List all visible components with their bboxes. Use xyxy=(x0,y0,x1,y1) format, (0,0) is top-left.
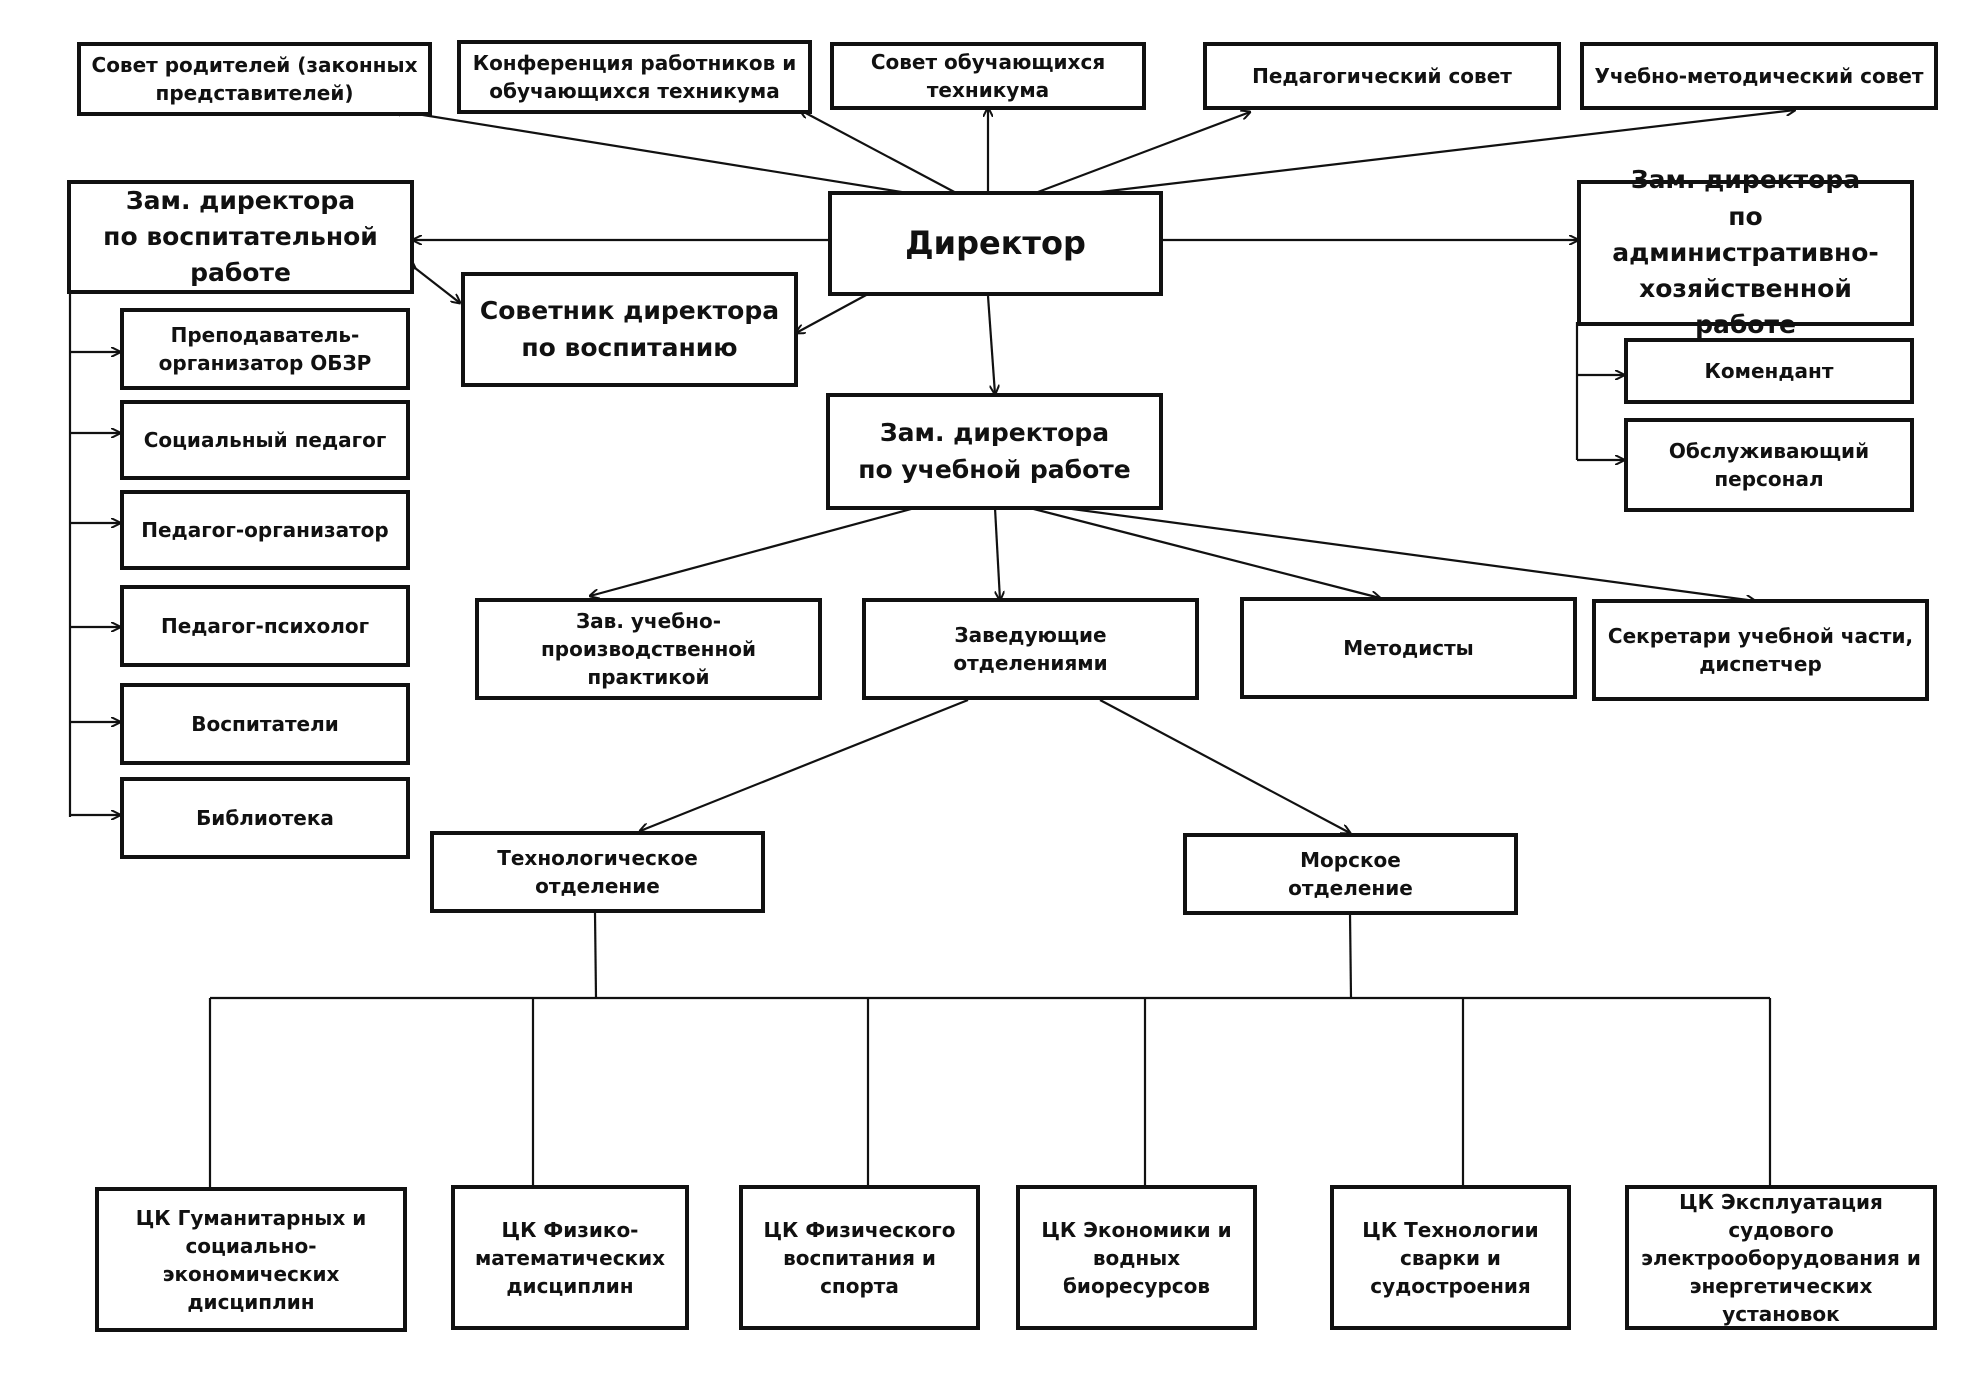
arrow-deputy-education-advisor xyxy=(415,268,460,303)
node-deputy-admin: Зам. директора по административно- хозяй… xyxy=(1577,165,1914,339)
node-psychologist: Педагог-психолог xyxy=(120,585,410,667)
node-ck-economics: ЦК Экономики и водных биоресурсов xyxy=(1016,1185,1257,1330)
arrow-director-methodical-council xyxy=(1075,110,1795,195)
node-methodists: Методисты xyxy=(1240,597,1577,699)
node-ck-humanities: ЦК Гуманитарных и социально-экономически… xyxy=(95,1187,407,1332)
node-methodical-council: Учебно-методический совет xyxy=(1580,42,1938,110)
node-service-staff: Обслуживающий персонал xyxy=(1624,418,1914,512)
node-parents-council: Совет родителей (законных представителей… xyxy=(77,42,432,116)
node-tech-dept: Технологическое отделение xyxy=(430,831,765,913)
arrow-dept-heads-marine xyxy=(1099,699,1350,833)
node-ck-sport: ЦК Физического воспитания и спорта xyxy=(739,1185,980,1330)
arrow-academic-dept-heads xyxy=(993,507,1000,600)
node-practice-head: Зав. учебно- производственной практикой xyxy=(475,598,822,700)
node-ck-physmath: ЦК Физико- математических дисциплин xyxy=(451,1185,689,1330)
node-educators: Воспитатели xyxy=(120,683,410,765)
arrow-director-advisor xyxy=(796,293,869,333)
arrow-director-parents-council xyxy=(392,110,920,195)
node-conference: Конференция работников и обучающихся тех… xyxy=(457,40,812,114)
node-students-council: Совет обучающихся техникума xyxy=(830,42,1146,110)
node-social-teacher: Социальный педагог xyxy=(120,400,410,480)
node-director: Директор xyxy=(828,191,1163,296)
node-ck-welding: ЦК Технологии сварки и судостроения xyxy=(1330,1185,1571,1330)
arrow-academic-secretaries xyxy=(1064,506,1755,601)
node-advisor: Советник директора по воспитанию xyxy=(461,272,798,387)
node-deputy-education: Зам. директора по воспитательной работе xyxy=(67,180,414,294)
node-ck-marine-power: ЦК Эксплуатация судового электрооборудов… xyxy=(1625,1185,1937,1330)
node-library: Библиотека xyxy=(120,777,410,859)
node-pedagogical-council: Педагогический совет xyxy=(1203,42,1561,110)
arrow-director-pedagogical-council xyxy=(1030,112,1250,195)
node-marine-dept: Морское отделение xyxy=(1183,833,1518,915)
arrow-academic-methodists xyxy=(1029,506,1380,598)
node-obzr-teacher: Преподаватель- организатор ОБЗР xyxy=(120,308,410,390)
node-deputy-academic: Зам. директора по учебной работе xyxy=(826,393,1163,510)
link-tech-bus xyxy=(593,912,598,999)
node-dept-heads: Заведующие отделениями xyxy=(862,598,1199,700)
node-secretaries: Секретари учебной части, диспетчер xyxy=(1592,599,1929,701)
node-commandant: Комендант xyxy=(1624,338,1914,404)
arrow-director-deputy-academic xyxy=(986,295,995,394)
link-marine-bus xyxy=(1348,912,1353,999)
arrow-director-conference xyxy=(800,110,960,195)
node-teacher-organizer: Педагог-организатор xyxy=(120,490,410,570)
arrow-academic-practice xyxy=(590,506,916,596)
arrow-dept-heads-tech xyxy=(640,698,969,831)
